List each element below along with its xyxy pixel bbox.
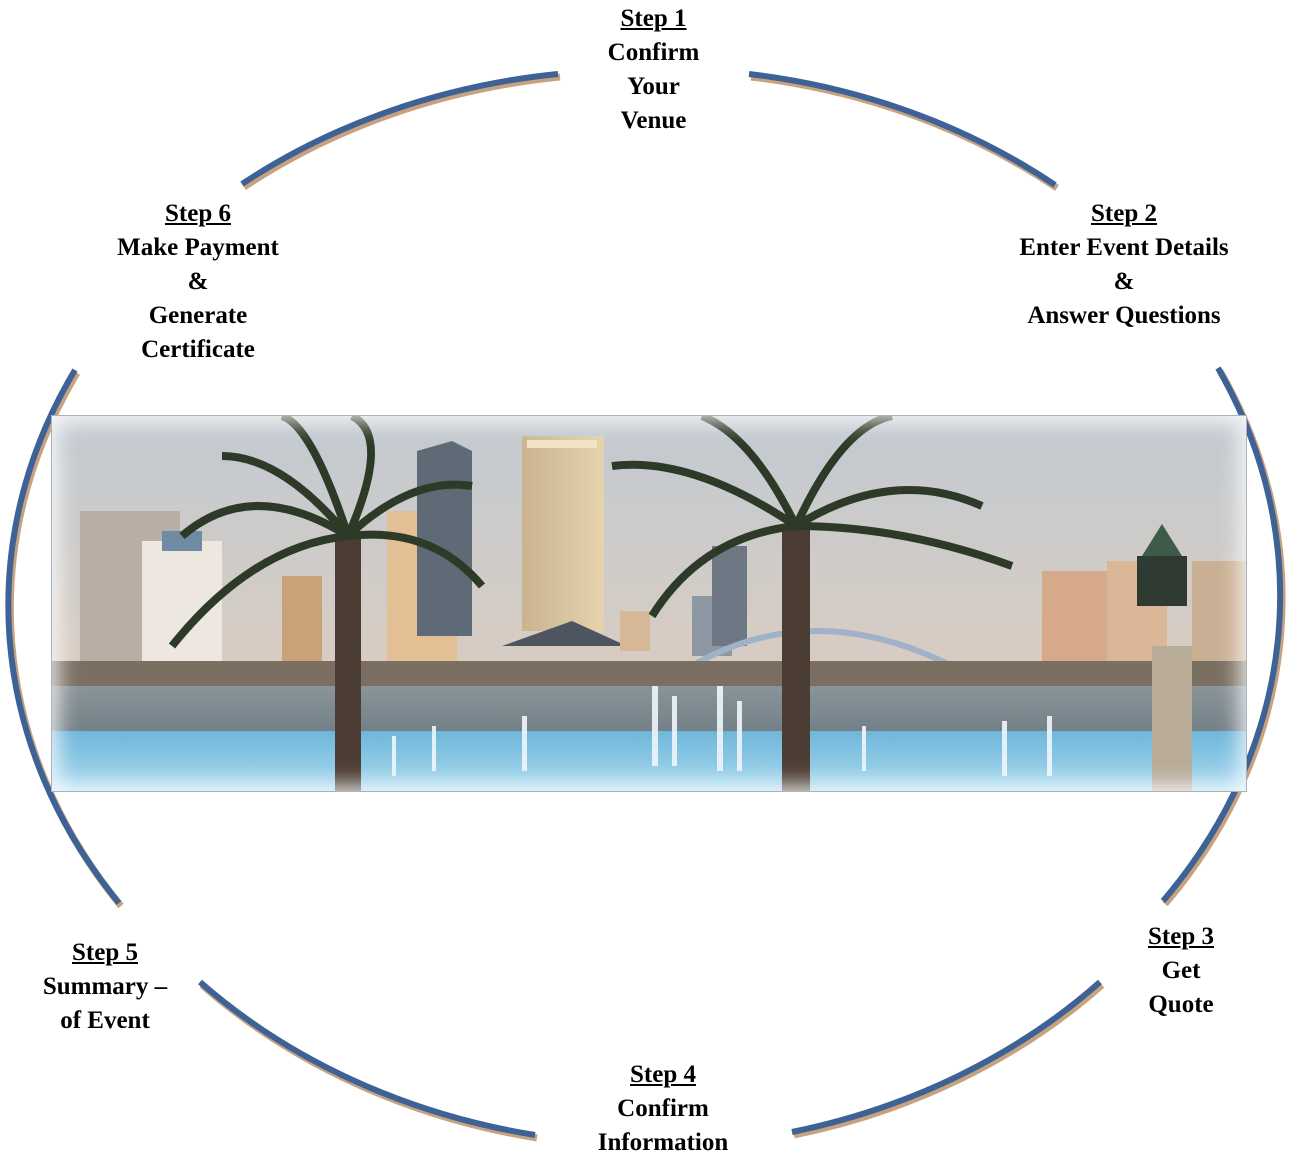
step-1-line-3: Venue xyxy=(620,107,687,134)
step-4-number: Step 4 xyxy=(630,1061,696,1088)
step-6-label: Step 6 Make Payment & Generate Certifica… xyxy=(96,197,300,367)
step-6-line-3: Generate xyxy=(148,302,248,329)
step-2-line-1: Enter Event Details xyxy=(1019,234,1229,261)
step-1-line-2: Your xyxy=(627,73,680,100)
step-1-line-1: Confirm xyxy=(607,39,700,66)
step-2-line-2: & xyxy=(1113,268,1135,295)
step-6-line-4: Certificate xyxy=(141,336,255,363)
arc-step1-step2 xyxy=(748,71,1057,188)
arc-step1-step6 xyxy=(240,71,559,187)
step-4-line-1: Confirm xyxy=(617,1095,709,1122)
arc-step4-step5 xyxy=(198,979,536,1138)
step-6-line-2: & xyxy=(187,268,209,295)
palm-tree-icon xyxy=(168,416,486,791)
step-5-line-1: Summary – xyxy=(42,973,168,1000)
step-6-number: Step 6 xyxy=(165,200,231,227)
step-3-label: Step 3 Get Quote xyxy=(1126,920,1236,1022)
step-4-label: Step 4 Confirm Information xyxy=(570,1058,756,1160)
arc-step3-step4 xyxy=(791,979,1102,1135)
step-2-line-3: Answer Questions xyxy=(1027,302,1221,329)
arc-step2-step3 xyxy=(1160,366,1284,903)
skyline-photo xyxy=(51,415,1247,792)
step-4-line-2: Information xyxy=(597,1129,729,1156)
step-5-label: Step 5 Summary – of Event xyxy=(26,936,184,1038)
palm-tree-icon xyxy=(611,416,1014,791)
jacksonville-skyline-icon xyxy=(52,416,1246,791)
step-2-number: Step 2 xyxy=(1091,200,1157,227)
step-3-number: Step 3 xyxy=(1148,923,1214,950)
step-1-number: Step 1 xyxy=(620,5,687,32)
ring-arcs xyxy=(5,71,1286,1142)
step-1-label: Step 1 Confirm Your Venue xyxy=(586,2,721,138)
step-3-line-1: Get xyxy=(1161,957,1201,984)
arc-step5-step6 xyxy=(5,368,122,905)
step-5-line-2: of Event xyxy=(60,1007,150,1034)
step-3-line-2: Quote xyxy=(1148,991,1214,1018)
step-6-line-1: Make Payment xyxy=(117,234,279,261)
step-5-number: Step 5 xyxy=(72,939,138,966)
step-2-label: Step 2 Enter Event Details & Answer Ques… xyxy=(990,197,1258,333)
